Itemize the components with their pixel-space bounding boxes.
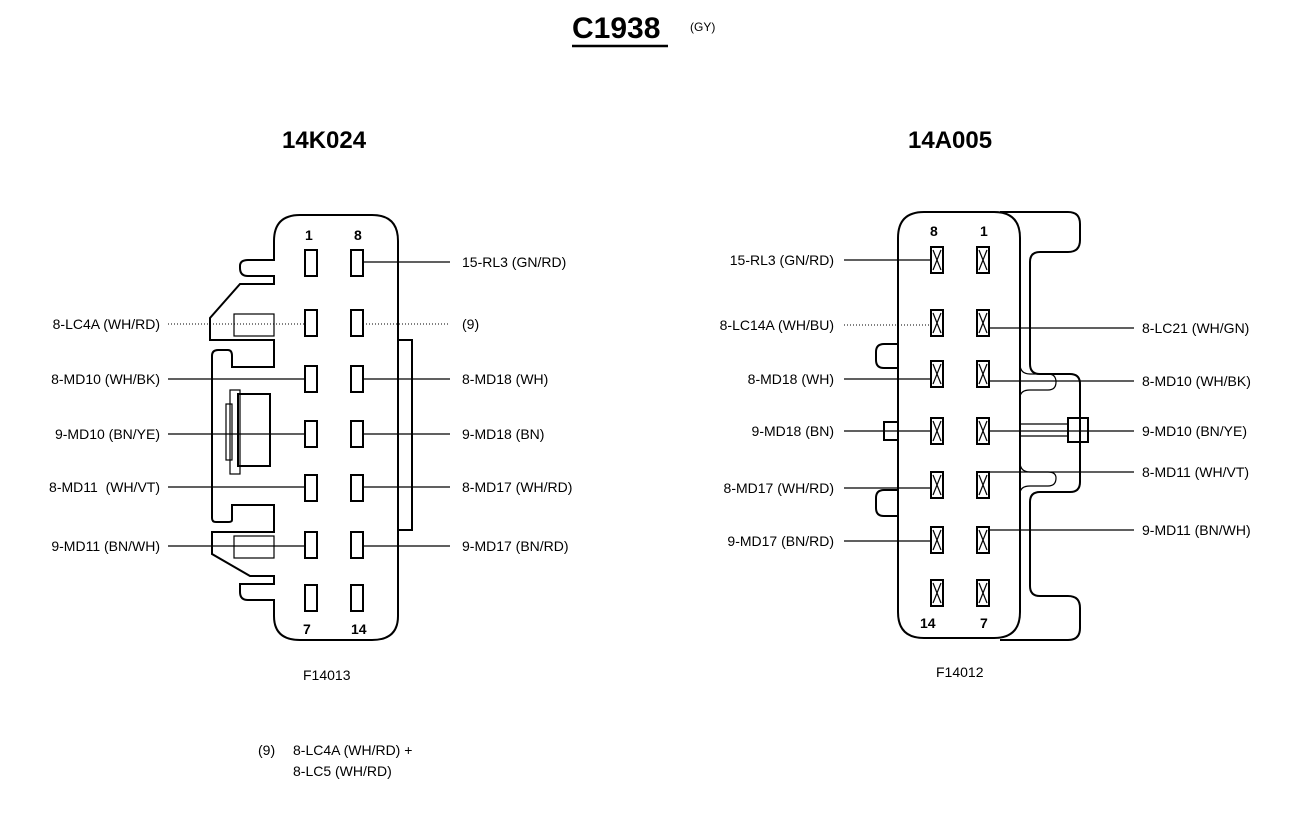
left-pin-11 bbox=[350, 420, 364, 448]
right-pin-top-label-8: 8 bbox=[930, 223, 938, 239]
left-pin-4 bbox=[304, 420, 318, 448]
left-wire-label-pin8: 15-RL3 (GN/RD) bbox=[462, 254, 566, 270]
left-connector-body bbox=[209, 214, 413, 641]
right-figure-number: F14012 bbox=[936, 664, 984, 680]
left-pin-12 bbox=[350, 474, 364, 502]
left-pin-grid: 1 8 7 14 bbox=[303, 227, 367, 637]
right-pin-10 bbox=[930, 360, 944, 388]
right-pin-2 bbox=[976, 309, 990, 337]
right-pin-1 bbox=[976, 246, 990, 274]
right-pin-5 bbox=[976, 471, 990, 499]
right-wire-label-pin6: 9-MD11 (BN/WH) bbox=[1142, 522, 1251, 538]
left-wire-label-pin2: 8-LC4A (WH/RD) bbox=[53, 316, 160, 332]
footnote-line-2: 8-LC5 (WH/RD) bbox=[293, 763, 392, 779]
right-wire-label-pin12: 8-MD17 (WH/RD) bbox=[724, 480, 834, 496]
left-pin-top-label-8: 8 bbox=[354, 227, 362, 243]
left-wire-label-pin6: 9-MD11 (BN/WH) bbox=[51, 538, 160, 554]
left-wire-label-pin11: 9-MD18 (BN) bbox=[462, 426, 544, 442]
left-wire-label-pin3: 8-MD10 (WH/BK) bbox=[51, 371, 160, 387]
right-pin-9 bbox=[930, 309, 944, 337]
right-wire-label-pin5: 8-MD11 (WH/VT) bbox=[1142, 464, 1249, 480]
right-wire-label-pin11: 9-MD18 (BN) bbox=[752, 423, 834, 439]
left-pin-2 bbox=[304, 309, 318, 337]
right-wire-label-pin2: 8-LC21 (WH/GN) bbox=[1142, 320, 1249, 336]
left-pin-bottom-label-7: 7 bbox=[303, 621, 311, 637]
right-pin-7 bbox=[976, 579, 990, 607]
left-connector-right-leaders bbox=[363, 261, 450, 547]
left-wire-label-pin10: 8-MD18 (WH) bbox=[462, 371, 548, 387]
left-pin-7 bbox=[304, 584, 318, 612]
left-pin-10 bbox=[350, 365, 364, 393]
right-pin-4 bbox=[976, 417, 990, 445]
right-pin-bottom-label-7: 7 bbox=[980, 615, 988, 631]
left-wire-label-pin13: 9-MD17 (BN/RD) bbox=[462, 538, 569, 554]
right-pin-bottom-label-14: 14 bbox=[920, 615, 936, 631]
left-pin-1 bbox=[304, 249, 318, 277]
footnote-line-1: 8-LC4A (WH/RD) + bbox=[293, 742, 412, 758]
right-pin-top-label-1: 1 bbox=[980, 223, 988, 239]
right-pin-8 bbox=[930, 246, 944, 274]
right-part-number: 14A005 bbox=[908, 127, 992, 154]
left-pin-14 bbox=[350, 584, 364, 612]
right-wire-label-pin8: 15-RL3 (GN/RD) bbox=[730, 252, 834, 268]
right-wire-label-pin4: 9-MD10 (BN/YE) bbox=[1142, 423, 1247, 439]
left-pin-3 bbox=[304, 365, 318, 393]
connector-color: (GY) bbox=[690, 20, 715, 34]
left-pin-6 bbox=[304, 531, 318, 559]
right-pin-grid: 8 1 14 7 bbox=[920, 223, 988, 631]
right-connector-left-leaders bbox=[844, 259, 931, 542]
right-pins bbox=[930, 246, 990, 607]
right-pin-12 bbox=[930, 471, 944, 499]
right-wire-label-pin13: 9-MD17 (BN/RD) bbox=[727, 533, 834, 549]
left-wire-label-pin4: 9-MD10 (BN/YE) bbox=[55, 426, 160, 442]
right-connector-right-leaders bbox=[990, 327, 1134, 531]
left-pin-13 bbox=[350, 531, 364, 559]
connector-title: C1938 bbox=[572, 12, 660, 45]
right-pin-6 bbox=[976, 526, 990, 554]
left-wire-label-pin5: 8-MD11 (WH/VT) bbox=[49, 479, 160, 495]
right-pin-14 bbox=[930, 579, 944, 607]
right-wire-label-pin3: 8-MD10 (WH/BK) bbox=[1142, 373, 1251, 389]
left-pin-5 bbox=[304, 474, 318, 502]
left-connector-left-leaders bbox=[168, 323, 305, 547]
left-pin-8 bbox=[350, 249, 364, 277]
left-figure-number: F14013 bbox=[303, 667, 351, 683]
left-part-number: 14K024 bbox=[282, 127, 367, 154]
right-pin-3 bbox=[976, 360, 990, 388]
right-pin-13 bbox=[930, 526, 944, 554]
right-wire-label-pin9: 8-LC14A (WH/BU) bbox=[720, 317, 834, 333]
left-pin-bottom-label-14: 14 bbox=[351, 621, 367, 637]
left-wire-label-pin9: (9) bbox=[462, 316, 479, 332]
footnote-ref: (9) bbox=[258, 742, 275, 758]
left-wire-label-pin12: 8-MD17 (WH/RD) bbox=[462, 479, 572, 495]
right-wire-label-pin10: 8-MD18 (WH) bbox=[748, 371, 834, 387]
left-pin-9 bbox=[350, 309, 364, 337]
left-pin-top-label-1: 1 bbox=[305, 227, 313, 243]
right-pin-11 bbox=[930, 417, 944, 445]
